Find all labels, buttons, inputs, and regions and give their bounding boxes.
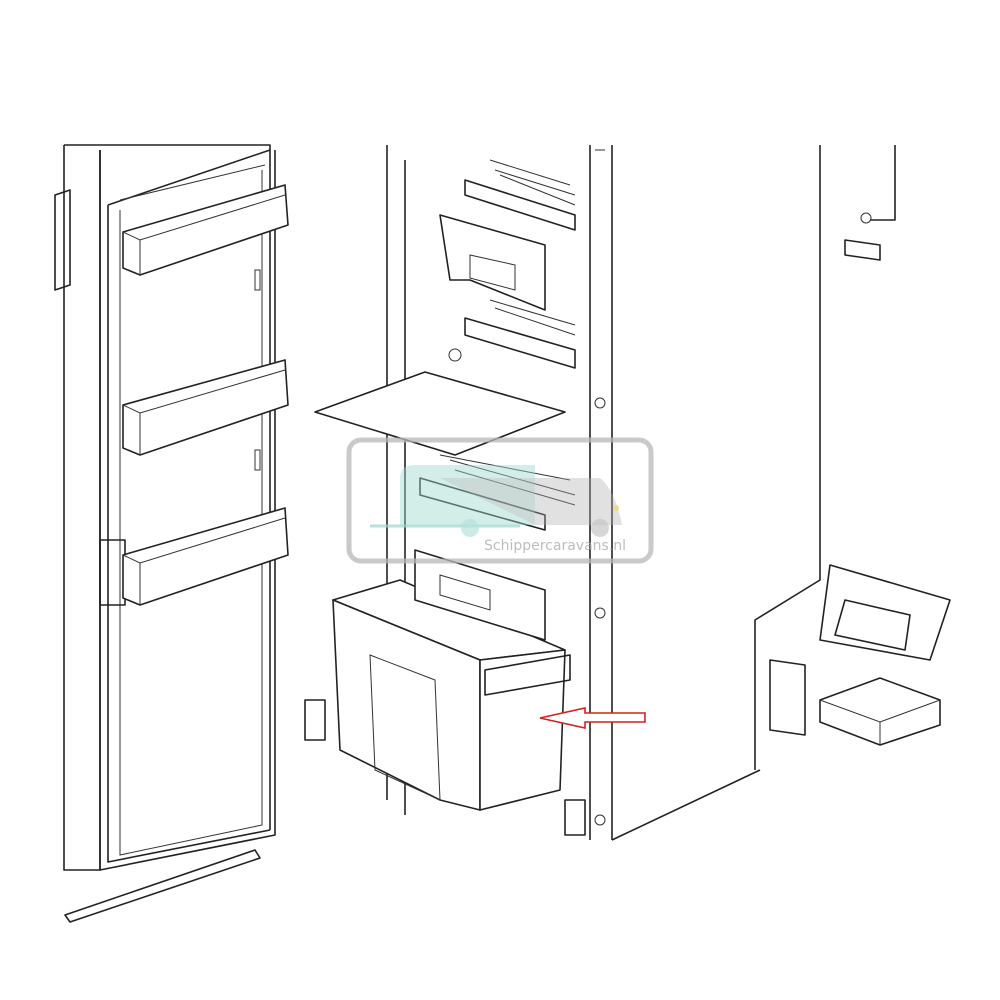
wire-shelf: [464, 159, 576, 231]
freezer-drawer: [439, 214, 546, 311]
cabinet-body: [304, 145, 821, 841]
door-shelf: [122, 359, 289, 456]
door-shelf: [122, 184, 289, 276]
caravan-van-icon: [370, 465, 622, 537]
vegetable-bin: [332, 549, 571, 811]
wire-shelf: [464, 299, 576, 369]
door-bottom-rail: [64, 849, 261, 923]
watermark-text: Schippercaravans.nl: [484, 538, 626, 554]
door-shelf: [122, 507, 289, 606]
wire-shelf: [419, 454, 576, 531]
watermark-logo: Schippercaravans.nl: [346, 437, 654, 564]
electrical-components: [769, 145, 951, 746]
highlight-arrow-icon: [539, 707, 646, 729]
door-assembly: [54, 144, 289, 923]
